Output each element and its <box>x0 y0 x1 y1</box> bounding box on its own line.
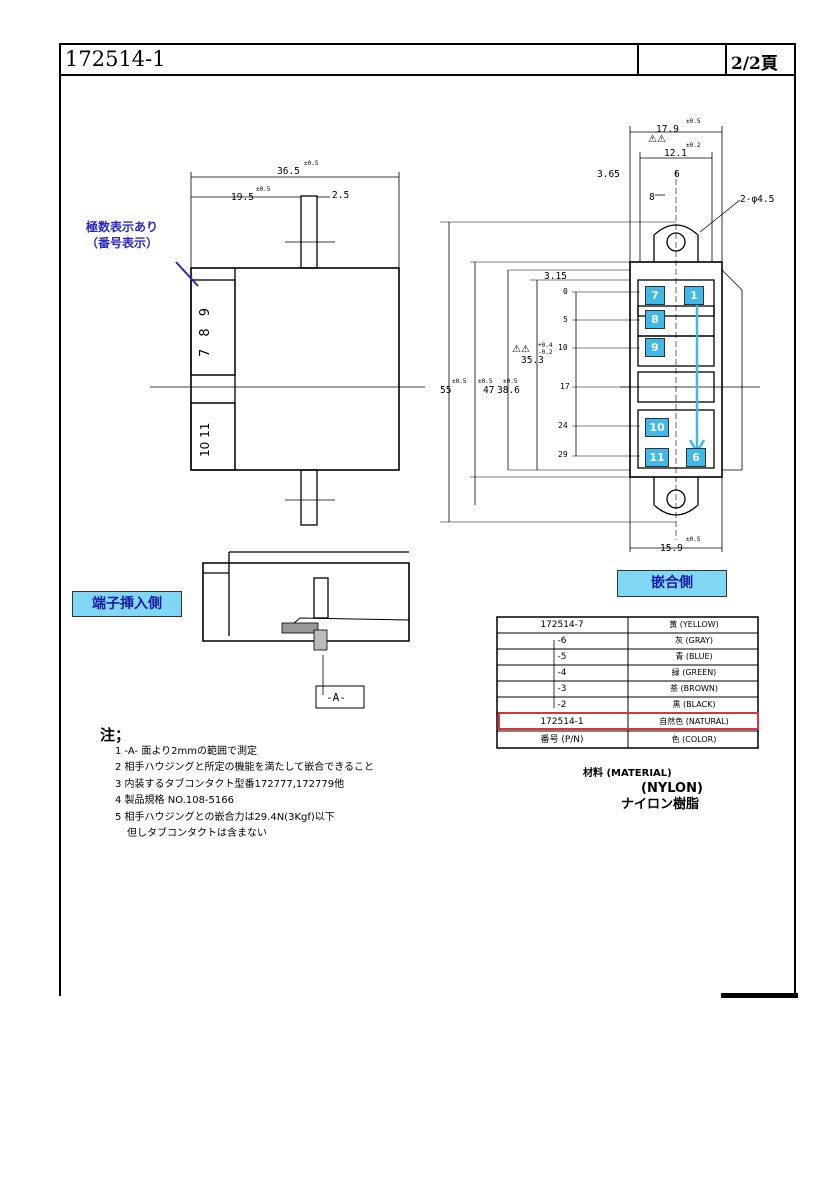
color-cell: 灰 (GRAY) <box>675 636 713 645</box>
dim-2-5: 2.5 <box>332 190 350 201</box>
note-item: 但しタブコンタクトは含まない <box>127 828 267 839</box>
part-number-header: 番号 (P/N) <box>540 735 584 745</box>
drawing-frame <box>59 43 796 996</box>
terminal-10: 10 <box>645 418 669 437</box>
dim-38-6-tolerance: ±0.5 <box>503 378 518 385</box>
pole-note-line-1: 極数表示あり <box>86 220 159 234</box>
dim-15-9: 15.9 <box>660 543 683 554</box>
part-number-cell: -5 <box>557 652 567 662</box>
note-item: 2 相手ハウジングと所定の機能を満たして嵌合できること <box>115 762 375 773</box>
color-cell: 黄 (YELLOW) <box>669 620 719 629</box>
terminal-1: 1 <box>684 286 704 305</box>
divider <box>725 43 727 74</box>
dim-6: 6 <box>674 169 680 180</box>
table-row: -6 灰 (GRAY) <box>497 633 758 649</box>
divider <box>637 43 639 74</box>
dim-8: 8 <box>649 192 655 203</box>
pole-numbers-top: 7 8 9 <box>198 303 213 357</box>
material-name-en: (NYLON) <box>641 781 703 796</box>
dim-12-1-tolerance: ±0.2 <box>686 142 701 149</box>
notes-block: 注； 1 -A- 面より2mmの範囲で測定 2 相手ハウジングと所定の機能を満た… <box>100 727 374 843</box>
dim-38-6: 38.6 <box>497 385 520 396</box>
color-cell: 黒 (BLACK) <box>672 700 716 709</box>
part-number-cell: 172514-7 <box>540 620 584 630</box>
title-block: 172514-1 2/2頁 <box>59 43 796 76</box>
dim-55: 55 <box>440 385 452 396</box>
dim-47: 47 <box>483 385 495 396</box>
datum-triangle-icon: ⚠⚠ <box>648 134 666 145</box>
color-table: 172514-7 黄 (YELLOW) -6 灰 (GRAY) -5 青 (BL… <box>497 617 758 748</box>
tick-17: 17 <box>560 382 570 391</box>
dim-35-3-tolerance-plus: +0.4 <box>538 342 553 349</box>
pole-note-line-2: （番号表示） <box>86 236 159 250</box>
dim-36-5-tolerance: ±0.5 <box>304 160 319 167</box>
side-view <box>150 172 425 526</box>
note-item: 1 -A- 面より2mmの範囲で測定 <box>115 745 257 757</box>
dim-hole: 2-φ4.5 <box>740 194 775 205</box>
frame-corner-bar <box>721 993 798 998</box>
part-number-cell: 172514-1 <box>540 717 584 727</box>
dim-47-tolerance: ±0.5 <box>478 378 493 385</box>
front-view <box>440 126 760 552</box>
terminal-insertion-side-label: 端子挿入側 <box>72 591 182 617</box>
tick-29: 29 <box>558 450 568 459</box>
tick-0: 0 <box>563 287 568 296</box>
table-row-highlighted: 172514-1 自然色 (NATURAL) <box>497 714 758 730</box>
pole-numbers-bottom: 10 11 <box>198 422 212 458</box>
dim-35-3-tolerance-minus: -0.2 <box>538 349 553 356</box>
material-name-ja: ナイロン樹脂 <box>621 797 700 812</box>
table-header-row: 番号 (P/N) 色 (COLOR) <box>497 732 758 748</box>
table-row: -3 茶 (BROWN) <box>497 681 758 697</box>
tick-5: 5 <box>563 315 568 324</box>
datum-a-label: -A- <box>326 691 346 704</box>
dim-36-5: 36.5 <box>277 166 300 177</box>
color-cell: 緑 (GREEN) <box>671 668 717 677</box>
color-header: 色 (COLOR) <box>671 735 717 744</box>
color-cell: 自然色 (NATURAL) <box>659 717 729 726</box>
dim-19-5: 19.5 <box>231 192 254 203</box>
color-cell: 茶 (BROWN) <box>669 684 719 693</box>
dim-15-9-tolerance: ±0.5 <box>686 536 701 543</box>
dim-35-3: 35.3 <box>521 355 544 366</box>
terminal-9: 9 <box>645 338 665 357</box>
table-row: 172514-7 黄 (YELLOW) <box>497 617 758 633</box>
terminal-6: 6 <box>686 448 706 467</box>
note-item: 4 製品規格 NO.108-5166 <box>115 795 234 806</box>
part-number-cell: -4 <box>557 668 567 678</box>
dim-19-5-tolerance: ±0.5 <box>256 186 271 193</box>
dim-17-9-tolerance: ±0.5 <box>686 118 701 125</box>
page-number: 2/2頁 <box>731 54 778 74</box>
notes-heading: 注； <box>100 726 131 744</box>
dim-3-65: 3.65 <box>597 169 620 180</box>
doc-number: 172514-1 <box>65 47 166 71</box>
pole-number-note: 極数表示あり （番号表示） <box>86 219 158 251</box>
color-cell: 青 (BLUE) <box>675 652 713 661</box>
material-block: 材料 (MATERIAL) (NYLON) ナイロン樹脂 <box>583 767 703 813</box>
table-row: -4 緑 (GREEN) <box>497 665 758 681</box>
datum-triangle-icon: ⚠⚠ <box>512 344 530 355</box>
section-view <box>202 551 410 709</box>
note-item: 3 内装するタブコンタクト型番172777,172779他 <box>115 778 345 790</box>
dim-3-15: 3.15 <box>544 271 567 282</box>
part-number-cell: -3 <box>557 684 567 694</box>
dim-17-9: 17.9 <box>656 124 679 135</box>
table-row: -2 黒 (BLACK) <box>497 697 758 713</box>
terminal-8: 8 <box>645 310 665 329</box>
color-table-grid <box>496 616 759 749</box>
terminal-11: 11 <box>645 448 669 467</box>
part-number-cell: -6 <box>557 636 567 646</box>
terminal-7: 7 <box>645 286 665 305</box>
tick-10: 10 <box>558 343 568 352</box>
dim-55-tolerance: ±0.5 <box>452 378 467 385</box>
part-number-cell: -2 <box>557 700 567 710</box>
note-item: 5 相手ハウジングとの嵌合力は29.4N(3Kgf)以下 <box>115 811 335 823</box>
tick-24: 24 <box>558 421 568 430</box>
table-row: -5 青 (BLUE) <box>497 649 758 665</box>
dim-12-1: 12.1 <box>664 148 687 159</box>
mating-side-label: 嵌合側 <box>617 570 727 597</box>
material-label: 材料 (MATERIAL) <box>583 768 672 779</box>
